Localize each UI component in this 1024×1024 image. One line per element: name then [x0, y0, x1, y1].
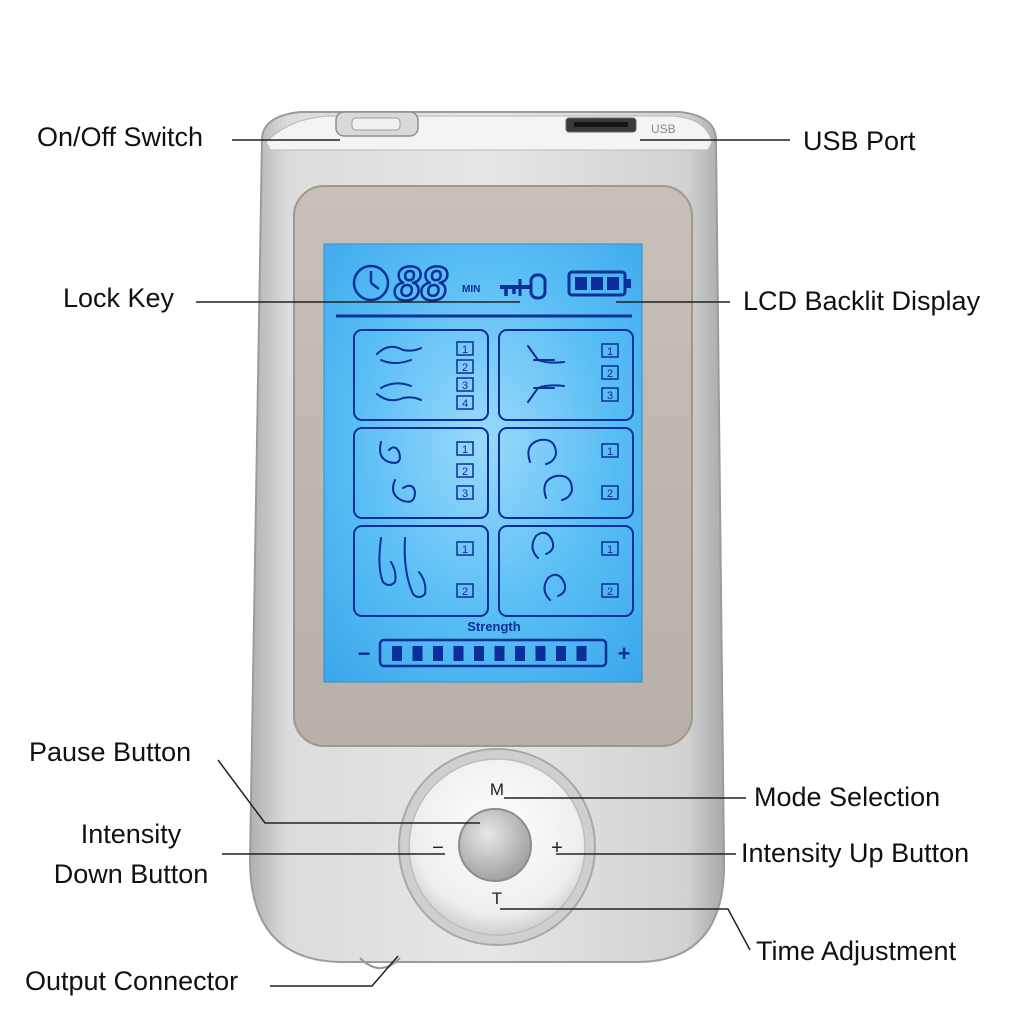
mode-number: 1 [462, 444, 468, 456]
strength-segment [453, 646, 464, 661]
mode-number: 2 [607, 368, 613, 380]
mode-number-box: 1 [456, 541, 474, 556]
plus-button-label[interactable]: + [551, 837, 563, 859]
callout-lock-key: Lock Key [63, 283, 175, 313]
ear-icon [531, 531, 567, 601]
strength-segment [494, 646, 505, 661]
mode-number-box: 2 [601, 365, 619, 380]
ear-panel: 12 [498, 525, 634, 617]
callout-pause-button: Pause Button [29, 737, 192, 767]
head-icon [527, 438, 574, 501]
strength-segment [576, 646, 587, 661]
callout-output-connector: Output Connector [25, 966, 239, 996]
mode-number-box: 2 [601, 583, 619, 598]
callout-intensity-down-line1: Intensity [80, 819, 182, 849]
mode-number-box: 1 [601, 343, 619, 358]
pause-button[interactable] [458, 808, 532, 882]
mode-number-box: 1 [601, 541, 619, 556]
mode-number: 3 [462, 380, 468, 392]
battery-bar [607, 277, 619, 290]
output-connector [359, 957, 401, 969]
lock-key-icon [500, 273, 547, 300]
usb-label: USB [651, 122, 676, 136]
lcd-status-row: 88 MIN [336, 257, 632, 318]
control-pad: M T − + [398, 748, 596, 946]
mode-number-box: 3 [456, 377, 474, 392]
mode-number-box: 3 [456, 485, 474, 500]
callout-lcd-backlit-display: LCD Backlit Display [743, 286, 981, 316]
usb-port[interactable] [565, 117, 637, 133]
wrist-icon [527, 345, 565, 403]
hands-icon [376, 345, 422, 402]
mode-number-box: 2 [601, 485, 619, 500]
callout-mode-selection: Mode Selection [754, 782, 941, 812]
mode-number: 2 [462, 586, 468, 598]
mode-number-box: 4 [456, 395, 474, 410]
minus-button-label[interactable]: − [432, 837, 444, 859]
strength-bar: Strength − + [358, 619, 631, 668]
mode-number: 3 [607, 390, 613, 402]
strength-segment [474, 646, 484, 661]
mode-button-label[interactable]: M [490, 780, 504, 799]
stomach-panel: 1 2 3 [353, 427, 489, 519]
wrist-panel: 1 2 3 [498, 329, 634, 421]
mode-number-box: 1 [456, 341, 474, 356]
mode-number: 2 [607, 488, 613, 500]
callout-time-adjustment: Time Adjustment [756, 936, 957, 966]
strength-segment [535, 646, 546, 661]
leader-lines [196, 139, 790, 987]
strength-plus: + [618, 641, 631, 666]
timer-digits: 88 [394, 258, 448, 311]
power-switch[interactable] [335, 111, 419, 137]
strength-segments [392, 646, 587, 661]
feet-panel: 12 [353, 525, 489, 617]
time-button-label[interactable]: T [492, 889, 502, 908]
callout-intensity-up-button: Intensity Up Button [741, 838, 970, 868]
mode-number-box: 3 [601, 387, 619, 402]
strength-segment [433, 646, 443, 661]
callout-usb-port: USB Port [803, 126, 916, 156]
mode-number: 3 [462, 488, 468, 500]
stomach-icon [379, 441, 417, 503]
clock-icon [352, 264, 390, 302]
mode-number: 2 [462, 466, 468, 478]
callout-intensity-down: Intensity Down Button [48, 819, 214, 889]
mode-number: 4 [462, 398, 468, 410]
hands-panel: 1 2 3 4 [353, 329, 489, 421]
mode-number-box: 1 [601, 443, 619, 458]
mode-number-box: 2 [456, 463, 474, 478]
mode-number: 1 [607, 446, 613, 458]
mode-number: 1 [462, 344, 468, 356]
mode-number: 1 [462, 544, 468, 556]
strength-segment [412, 646, 423, 661]
mode-number-box: 1 [456, 441, 474, 456]
callout-on-off-switch: On/Off Switch [37, 122, 204, 152]
mode-number: 1 [607, 346, 613, 358]
mode-number-box: 2 [456, 583, 474, 598]
head-panel: 12 [498, 427, 634, 519]
mode-number: 1 [607, 544, 613, 556]
callout-intensity-down-line2: Down Button [53, 858, 209, 889]
strength-segment [515, 646, 525, 661]
battery-bar [575, 277, 587, 290]
strength-label: Strength [467, 619, 521, 634]
strength-segment [556, 646, 566, 661]
timer-unit: MIN [462, 284, 480, 295]
mode-number: 2 [462, 362, 468, 374]
mode-number: 2 [607, 586, 613, 598]
strength-segment [392, 646, 402, 661]
mode-number-box: 2 [456, 359, 474, 374]
battery-icon [567, 270, 631, 297]
strength-minus: − [358, 641, 371, 666]
battery-bar [591, 277, 603, 290]
feet-icon [378, 537, 427, 598]
